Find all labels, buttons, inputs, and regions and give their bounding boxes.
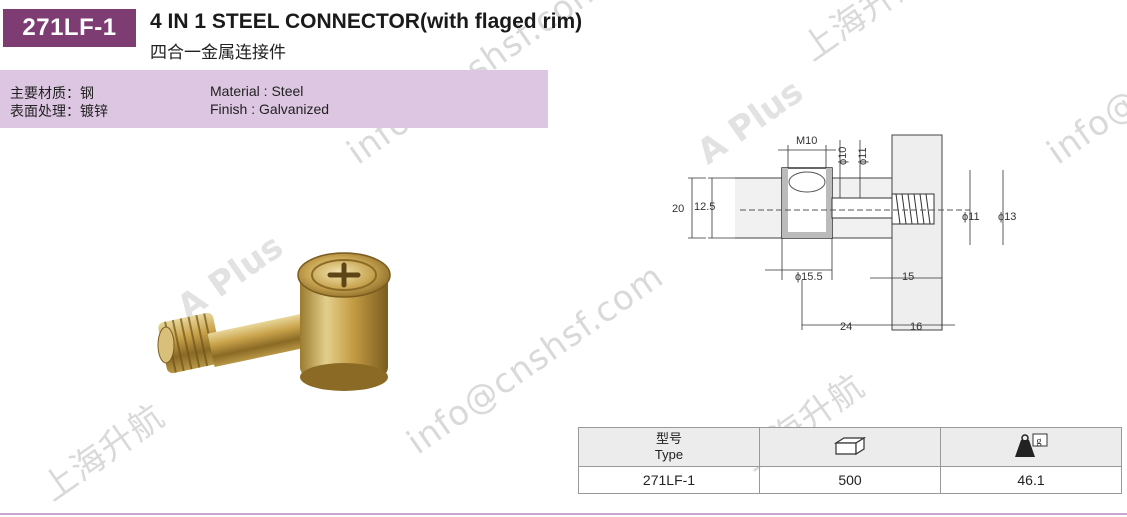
dim-16: 16 — [910, 321, 922, 333]
weight-icon: g — [1015, 433, 1048, 457]
dim-phi15-5: ϕ15.5 — [795, 271, 823, 283]
product-photo — [157, 252, 391, 391]
model-cell: 271LF-1 — [578, 466, 760, 494]
type-header-en: Type — [654, 447, 684, 462]
material-cn: 主要材质：钢 — [10, 86, 94, 102]
type-header-cn: 型号 — [655, 432, 682, 447]
dim-24: 24 — [840, 321, 852, 333]
dim-phi11: ϕ11 — [962, 211, 980, 223]
product-code-badge: 271LF-1 — [3, 9, 136, 47]
box-icon — [833, 436, 867, 455]
pack-qty-cell: 500 — [759, 466, 941, 494]
finish-en: Finish : Galvanized — [210, 101, 330, 117]
dim-phi11-top: ϕ11 — [857, 147, 869, 165]
table-row: 271LF-1 500 46.1 — [578, 466, 1122, 494]
product-title-cn: 四合一金属连接件 — [150, 43, 286, 63]
material-en: Material : Steel — [210, 83, 304, 99]
dim-15: 15 — [902, 271, 914, 283]
box-header — [759, 427, 941, 467]
technical-drawing: 12.5 20 M10 ϕ10 ϕ11 ϕ11 ϕ13 ϕ15.5 15 24 … — [672, 134, 1016, 333]
weight-unit: g — [1037, 436, 1042, 447]
product-title: 4 IN 1 STEEL CONNECTOR(with flaged rim) — [150, 10, 583, 33]
weight-header: g — [940, 427, 1122, 467]
watermark-company: 上海升航 — [794, 0, 933, 70]
dim-phi13: ϕ13 — [998, 211, 1016, 223]
watermark-email: info@cnshsf.com — [1040, 0, 1127, 173]
spec-band — [0, 70, 548, 128]
finish-cn: 表面处理：镀锌 — [10, 104, 108, 120]
dim-m10: M10 — [796, 135, 817, 147]
type-header: 型号 Type — [578, 427, 760, 467]
dim-20: 20 — [672, 203, 684, 215]
weight-cell: 46.1 — [940, 466, 1122, 494]
bottom-divider — [0, 513, 1127, 515]
product-table: 型号 Type g 271LF-1 500 46.1 — [578, 427, 1122, 494]
watermark-company: 上海升航 — [34, 396, 173, 510]
dim-phi10: ϕ10 — [837, 147, 849, 165]
dim-12-5: 12.5 — [694, 201, 715, 213]
table-header-row: 型号 Type g — [578, 427, 1122, 467]
